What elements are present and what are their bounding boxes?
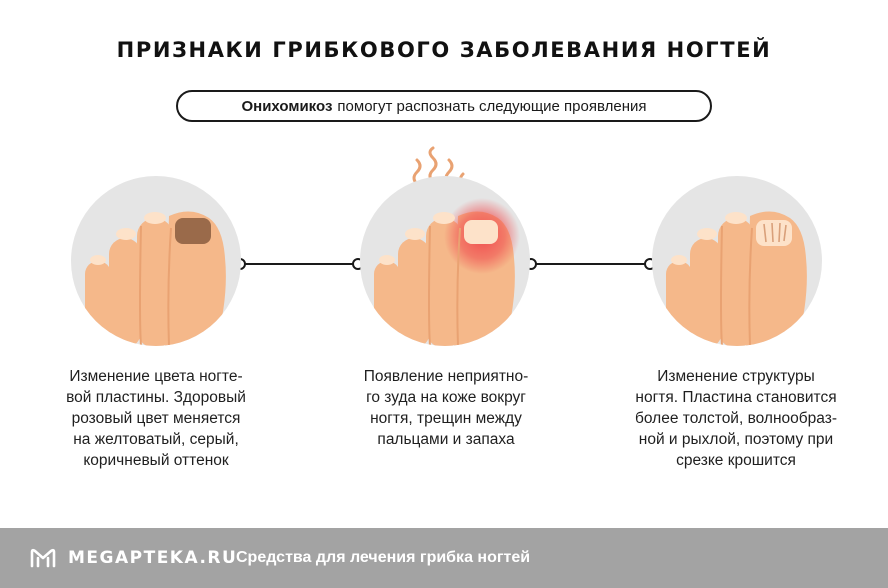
description-line: пальцами и запаха <box>377 431 515 448</box>
description-line: на желтоватый, серый, <box>73 431 239 448</box>
megapteka-logo-icon[interactable] <box>30 547 56 569</box>
footer-bar: MEGAPTEKA.RU Средства для лечения грибка… <box>0 528 888 588</box>
description-line: го зуда на коже вокруг <box>366 389 526 406</box>
sign-description-2: Появление неприятно- го зуда на коже вок… <box>316 366 576 450</box>
description-line: срезке крошится <box>676 452 796 469</box>
description-line: Появление неприятно- <box>363 368 529 385</box>
subtitle-bold: Онихомикоз <box>241 97 333 115</box>
description-line: ногтя. Пластина становится <box>635 389 837 406</box>
page-title: ПРИЗНАКИ ГРИБКОВОГО ЗАБОЛЕВАНИЯ НОГТЕЙ <box>116 38 772 62</box>
toe-brittle-nail-icon <box>666 211 807 346</box>
description-line: ногтя, трещин между <box>370 410 522 427</box>
description-line: ной и рыхлой, поэтому при <box>638 431 834 448</box>
description-line: вой пластины. Здоровый <box>66 389 246 406</box>
sign-description-1: Изменение цвета ногте- вой пластины. Здо… <box>26 366 286 471</box>
subtitle-text: помогут распознать следующие проявления <box>337 97 647 115</box>
footer-brand-link[interactable]: MEGAPTEKA.RU <box>68 548 238 568</box>
sign-circle-1 <box>71 176 241 346</box>
toe-itch-odor-icon <box>374 198 520 346</box>
subtitle-pill: Онихомикоз помогут распознать следующие … <box>176 90 712 122</box>
toe-discolored-nail-icon <box>85 211 226 346</box>
footer-tagline: Средства для лечения грибка ногтей <box>236 549 531 566</box>
description-line: коричневый оттенок <box>83 452 229 469</box>
description-line: Изменение структуры <box>657 368 815 385</box>
description-line: более толстой, волнообраз- <box>635 410 837 427</box>
description-line: розовый цвет меняется <box>71 410 241 427</box>
sign-circle-2 <box>360 176 530 346</box>
sign-circle-3 <box>652 176 822 346</box>
sign-description-3: Изменение структуры ногтя. Пластина стан… <box>606 366 866 471</box>
description-line: Изменение цвета ногте- <box>69 368 243 385</box>
